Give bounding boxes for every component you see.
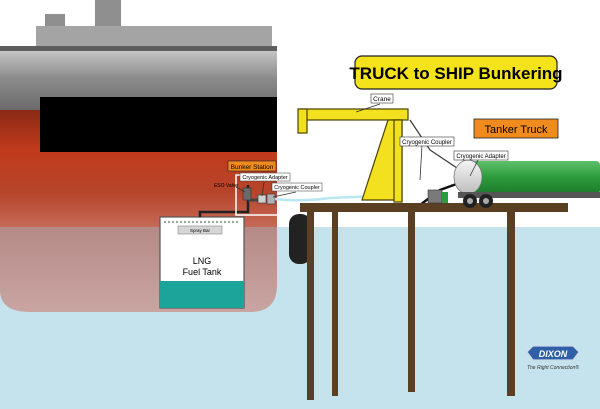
- hull-black-band: [40, 97, 277, 152]
- logo-brand: DIXON: [539, 349, 568, 359]
- transfer-hose: [274, 194, 381, 202]
- tank-label-line2: Fuel Tank: [183, 267, 222, 277]
- dixon-logo: DIXON The Right Connection®: [526, 345, 580, 371]
- ship-coupler-label-text: Cryogenic Coupler: [274, 185, 320, 191]
- eso-valve-label: ESO Valve: [214, 183, 238, 189]
- ship-coupler-label: Cryogenic Coupler: [271, 182, 323, 192]
- tanker-truck-label-text: Tanker Truck: [485, 124, 548, 136]
- crane: [297, 108, 409, 203]
- callout-lines: [235, 103, 479, 198]
- truck-adapter-label-text: Cryogenic Adapter: [456, 154, 505, 160]
- fender: [289, 214, 311, 264]
- ship-cryogenic-coupler: [266, 193, 276, 205]
- lng-fuel-tank: [159, 216, 245, 309]
- dock-equipment-green: [442, 192, 448, 203]
- truck-adapter-label: Cryogenic Adapter: [453, 150, 509, 161]
- title-text: TRUCK to SHIP Bunkering: [349, 64, 562, 83]
- spray-bar-label: Spray Bar: [190, 228, 211, 233]
- crane-label-text: Crane: [373, 96, 391, 103]
- ship-adapter-label-text: Cryogenic Adapter: [242, 175, 287, 181]
- bunker-station-label-text: Bunker Station: [231, 164, 274, 171]
- ship-cryogenic-adapter: [257, 194, 267, 204]
- tank-label-line1: LNG: [193, 256, 212, 266]
- crane-coupler-label: Cryogenic Coupler: [399, 136, 455, 147]
- dock-piles: [307, 210, 515, 400]
- crane-cable: [409, 119, 461, 171]
- tanker-truck: [453, 159, 600, 208]
- ship-adapter-label: Cryogenic Adapter: [239, 172, 291, 182]
- logo-tagline: The Right Connection®: [527, 364, 579, 371]
- dock-equipment: [427, 189, 443, 204]
- title-banner: TRUCK to SHIP Bunkering: [349, 55, 563, 90]
- crane-label: Crane: [370, 93, 394, 104]
- crane-coupler-label-text: Cryogenic Coupler: [402, 140, 452, 146]
- dock-deck: [300, 203, 568, 212]
- ship-superstructure: [0, 0, 277, 110]
- tanker-truck-label: Tanker Truck: [473, 118, 559, 139]
- eso-valve: [242, 187, 252, 201]
- bunker-station-label: Bunker Station: [227, 160, 277, 172]
